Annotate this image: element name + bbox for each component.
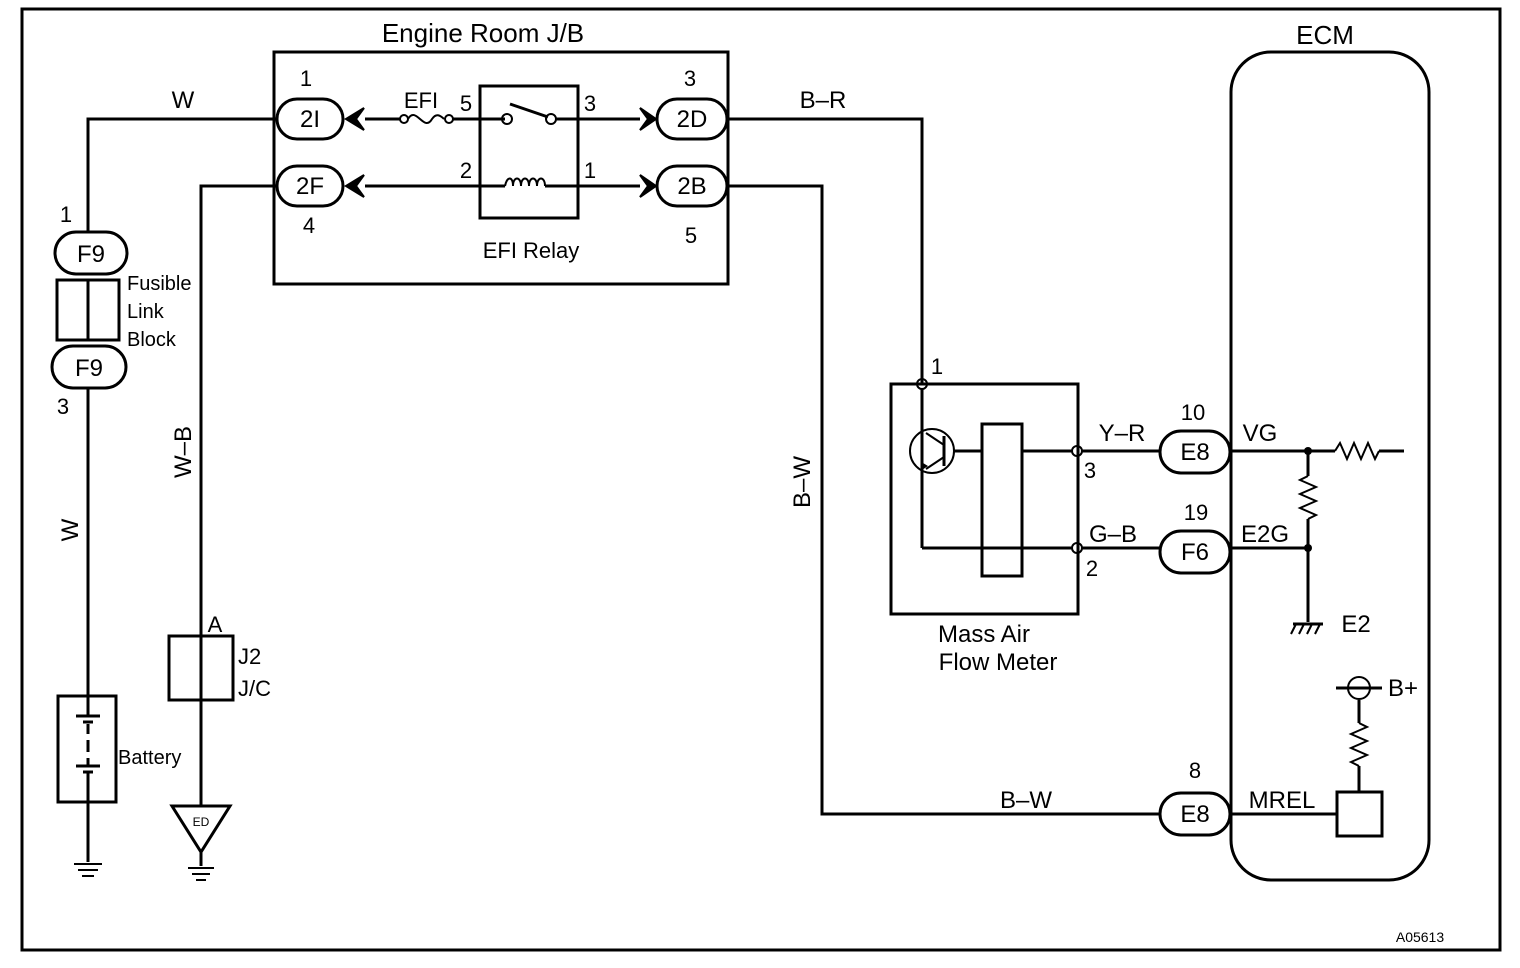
connector-f9-top-label: F9 <box>77 241 105 268</box>
ecm-terminal-mrel: MREL <box>1249 787 1316 814</box>
engine-room-jb-title: Engine Room J/B <box>382 18 584 48</box>
wire-w-top <box>86 117 277 232</box>
connector-2i-label: 2I <box>300 106 320 133</box>
wire-br <box>727 117 924 383</box>
connector-2b-label: 2B <box>677 173 706 200</box>
efi-relay-label: EFI Relay <box>483 238 580 263</box>
maf-label-2: Flow Meter <box>939 649 1058 676</box>
relay-coil-icon <box>504 177 546 187</box>
pin-2i: 1 <box>300 66 312 91</box>
ecm-e2g-junction <box>1304 544 1312 552</box>
ground-ed-label: ED <box>193 815 210 829</box>
connector-e8-vg-label: E8 <box>1180 439 1209 466</box>
connector-2f-label: 2F <box>296 173 324 200</box>
wire-label-bw-vertical: B–W <box>789 456 816 508</box>
efi-fuse-label: EFI <box>404 88 438 113</box>
wire-bw <box>727 184 1162 816</box>
connector-arrow-2f <box>344 174 365 198</box>
fusible-link-label-3: Block <box>127 329 177 351</box>
ground-ed-icon <box>188 867 214 881</box>
connector-f6-e2g <box>1158 529 1232 575</box>
ecm-terminal-bplus: B+ <box>1388 675 1418 702</box>
ecm-title: ECM <box>1296 20 1354 50</box>
maf-pin-3: 3 <box>1084 458 1096 483</box>
pin-ecm-mrel: 8 <box>1189 758 1201 783</box>
wire-label-w-top: W <box>172 87 195 114</box>
junction-label-1: J2 <box>238 644 261 669</box>
ecm-terminal-e2g: E2G <box>1241 521 1289 548</box>
ground-ed-triangle <box>169 804 233 855</box>
relay-pin-out-bottom: 1 <box>584 158 596 183</box>
maf-pin-2: 2 <box>1086 556 1098 581</box>
efi-fuse-icon <box>407 114 445 124</box>
ecm-bplus-resistor-icon <box>1348 722 1370 767</box>
pin-2b: 5 <box>685 223 697 248</box>
relay-switch-arm <box>509 102 549 119</box>
relay-pin-in-bottom: 2 <box>460 158 472 183</box>
maf-pin-1: 1 <box>931 354 943 379</box>
connector-arrow-2i <box>344 107 365 131</box>
efi-relay-box <box>478 84 580 220</box>
connector-2d-label: 2D <box>677 106 708 133</box>
relay-switch-contact-a <box>501 113 513 125</box>
wire-label-gb: G–B <box>1089 521 1137 548</box>
wire-label-wb: W–B <box>170 426 197 478</box>
connector-arrow-2b <box>639 174 658 198</box>
connector-f9-top <box>53 230 129 276</box>
wire-label-bw-bottom: B–W <box>1000 787 1052 814</box>
fusible-link-label-2: Link <box>127 301 165 323</box>
junction-pin-a: A <box>208 612 223 637</box>
maf-label-1: Mass Air <box>938 621 1030 648</box>
wire-wb <box>199 184 277 806</box>
pin-2f: 4 <box>303 213 315 238</box>
pin-f9-bottom: 3 <box>57 394 69 419</box>
connector-f9-bottom-label: F9 <box>75 355 103 382</box>
ecm-pull-resistor-icon <box>1297 475 1319 520</box>
maf-sensor-element <box>980 422 1024 578</box>
figure-code: A05613 <box>1396 929 1444 945</box>
pin-2d: 3 <box>684 66 696 91</box>
relay-pin-out-top: 3 <box>584 91 596 116</box>
junction-label-2: J/C <box>238 676 271 701</box>
connector-f6-e2g-label: F6 <box>1181 539 1209 566</box>
wire-label-yr: Y–R <box>1099 420 1146 447</box>
ecm-e2-ground-icon <box>1290 622 1323 635</box>
ecm-terminal-e2: E2 <box>1341 611 1370 638</box>
pin-f9-top: 1 <box>60 202 72 227</box>
battery-label: Battery <box>118 747 181 769</box>
ecm-box <box>1229 50 1431 882</box>
wire-label-w-vertical: W <box>57 518 84 541</box>
connector-e8-mrel-label: E8 <box>1180 801 1209 828</box>
pin-ecm-e2g: 19 <box>1184 500 1208 525</box>
battery-ground-icon <box>74 863 102 877</box>
relay-pin-in-top: 5 <box>460 91 472 116</box>
ecm-vg-resistor-icon <box>1334 440 1380 462</box>
pin-ecm-vg: 10 <box>1181 400 1205 425</box>
wire-label-br: B–R <box>800 87 847 114</box>
connector-arrow-2d <box>639 107 658 131</box>
ecm-mrel-driver-box <box>1335 790 1384 838</box>
ecm-terminal-vg: VG <box>1243 420 1278 447</box>
fusible-link-label-1: Fusible <box>127 273 191 295</box>
